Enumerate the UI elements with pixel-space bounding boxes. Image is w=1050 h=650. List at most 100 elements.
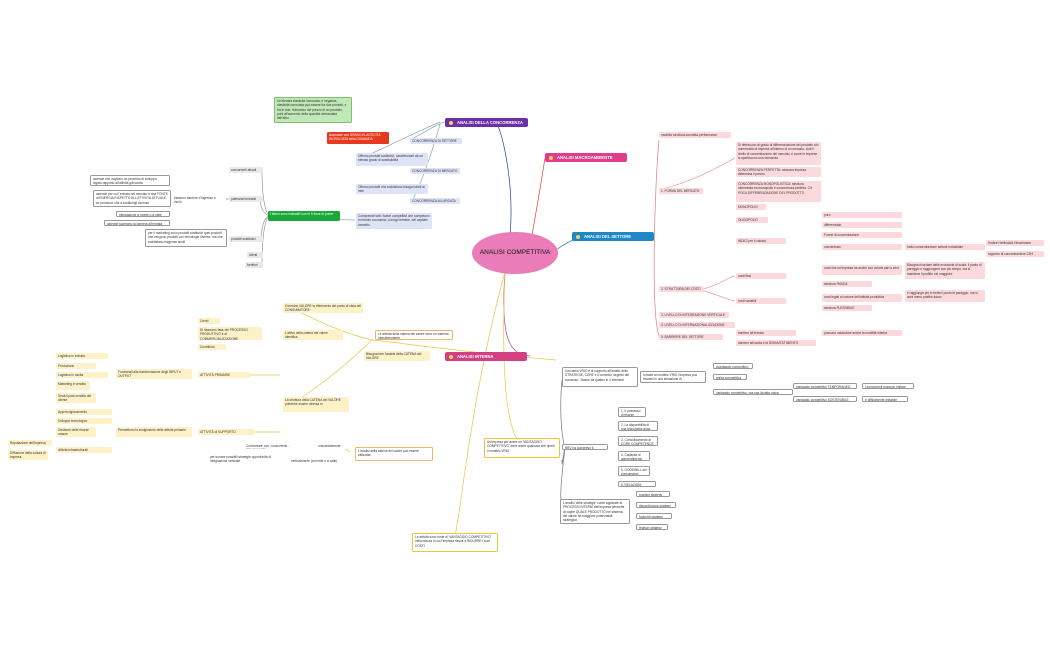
produzione[interactable]: Produzione	[56, 363, 96, 369]
footprint-strategy[interactable]: footprint strategy	[636, 513, 672, 519]
concorrenti-attuali[interactable]: concorrenti attuali	[229, 167, 263, 173]
risorse-umane[interactable]: Gestione delle risorse umane	[56, 427, 96, 437]
concorrenza-allargata-desc[interactable]: Comprende tutti i fattori competitivi ch…	[356, 213, 432, 229]
concorrenza-allargata[interactable]: CONCORRENZA ALLARGATA	[410, 198, 460, 204]
marketing-vendita[interactable]: Marketing e vendita	[56, 381, 90, 390]
vrio-desc[interactable]: Il modello VRIO è di supporto all'analis…	[562, 367, 638, 387]
forma-mercato-desc[interactable]: Si riferiscono al grado di differenziazi…	[736, 142, 821, 165]
catena-centri[interactable]: Centri	[198, 318, 220, 324]
struttura-costi[interactable]: 2. STRUTTURA DEI COSTI	[659, 286, 703, 292]
economie-scala-desc[interactable]: Bisogna ricordare delle economie di scal…	[905, 262, 985, 279]
potenziali-entranti[interactable]: potenziali entranti	[229, 196, 263, 202]
integrazione-verticale-opp[interactable]: per trovare possibili strategie opportun…	[208, 454, 284, 464]
fornitori[interactable]: fornitori	[245, 262, 263, 268]
vantaggio-temporaneo[interactable]: vantaggio competitivo TEMPORANEO	[793, 383, 857, 389]
central-topic[interactable]: ANALISI COMPETITIVA	[472, 232, 558, 274]
barriere-settore[interactable]: 5. BARRIERE DEL SETTORE	[659, 334, 723, 340]
rbv-relazioni[interactable]: 6. RELAZIONI CHIAVE	[618, 481, 656, 487]
analisi-catena-utilizzo[interactable]: L'analisi della catena del valore può es…	[355, 447, 433, 461]
discontinuous-strategy[interactable]: discontinuous strategy	[636, 502, 676, 508]
catena-processo[interactable]: Di riassumo fase del PROCESSO PRODUTTIVO…	[198, 327, 262, 340]
monopolio[interactable]: MONOPOLIO	[736, 204, 766, 210]
catena-contributo[interactable]: Contributo	[198, 344, 226, 350]
branch-analisi-concorrenza[interactable]: ANALISI DELLA CONCORRENZA	[445, 118, 528, 127]
concentrato[interactable]: concentrato	[822, 244, 902, 250]
indice-herfindahl[interactable]: l'indice Herfindahl-Hirschmann	[986, 240, 1044, 246]
forme-concentrazione[interactable]: Forme di concentrazione	[822, 232, 902, 238]
primarie-desc[interactable]: Funzionali alla trasformazione degli INP…	[116, 369, 192, 379]
reputazione-impresa[interactable]: Reputazione dell'impresa	[8, 440, 52, 446]
benchmark[interactable]: Confrontare con i concorrenti - BENCHMAR…	[244, 443, 312, 449]
costi-fissi-desc[interactable]: costi che un'impresa ha anche con volumi…	[822, 265, 902, 275]
rbv-core-competence[interactable]: 3. Consolidamento di CORE COMPETENCE	[618, 436, 658, 446]
vantaggio-costi[interactable]: Le attività sono fonte di 'VANTAGGIO COM…	[412, 533, 498, 552]
concorrenza-monopolistica[interactable]: CONCORRENZA MONOPOLISTICA: struttura int…	[736, 181, 821, 202]
vrio-question[interactable]: Un'impresa per avere un 'VANTAGGIO COMPE…	[484, 438, 560, 458]
barriere-mobilita[interactable]: possono ostacolare anche la mobilità int…	[822, 330, 902, 336]
indici-concentrazione[interactable]: Indici concentrazione settore industrial…	[905, 244, 985, 250]
concorrenza-mercato-desc[interactable]: Offrono prodotti che soddisfano bisogni …	[356, 184, 428, 194]
costi-variabili-desc[interactable]: costi legati al volume dell'attività pro…	[822, 294, 902, 302]
rbv-risorse[interactable]: 1. Il possesso di risorse esistenti	[618, 407, 646, 417]
relation-strategy[interactable]: relation strategy	[636, 524, 668, 530]
rapporto-cr4[interactable]: rapporto di concentrazione CR4	[986, 251, 1044, 257]
concorrenti-imitano[interactable]: i concorrenti possono imitare	[862, 383, 914, 389]
forma-mercato[interactable]: 1. FORMA DEL MERCATO	[659, 188, 703, 194]
concorrenza-settore-desc[interactable]: Offrono prodotti sostitutivi, caratteriz…	[356, 153, 428, 166]
internazionalizzazione[interactable]: 4. LIVELLO DI INTERNAZIONALIZZAZIONE	[659, 322, 735, 328]
costi-fissi[interactable]: costi fissi	[736, 273, 786, 279]
oligopolio[interactable]: OLIGOPOLIO	[736, 217, 768, 223]
vantaggio-sostenibile[interactable]: vantaggio competitivo SOSTENIBILE	[793, 396, 857, 402]
barriere-uscita[interactable]: barriere all'uscita e di DISINVESTIMENTO	[736, 340, 816, 346]
catena-identifica[interactable]: L'attivo della catena del valore identif…	[283, 330, 343, 340]
approvvigionamento[interactable]: Approvvigionamento	[56, 409, 112, 415]
barriere-entry-1[interactable]: aziende che vogliono un percorso di svil…	[90, 175, 170, 186]
punto-pareggio-desc[interactable]: è raggiunge più in fretta il punto di pa…	[905, 290, 985, 302]
rbv-goodwill[interactable]: 5. GOODWILL dei consumatori	[618, 466, 650, 476]
barriere-ingresso-title[interactable]: esistono barriere d'ingresso e rischi	[172, 195, 226, 203]
prodotti-sostitutivi[interactable]: prodotti sostitutivi	[229, 236, 263, 242]
orizzontalmente[interactable]: orizzontalmente	[316, 443, 348, 449]
logistica-entrata[interactable]: Logistica in entrata	[56, 353, 108, 359]
elasticity-note[interactable]: Un'elevata elasticità incrociata, è nega…	[274, 97, 352, 123]
verticalmente[interactable]: verticalmente (a monte o a valle)	[289, 458, 349, 464]
modello-scp[interactable]: modello struttura-condotta-performance	[659, 132, 731, 138]
servizi-post-vendita[interactable]: Servizi post-vendita del cliente	[56, 393, 96, 403]
barriere-entry-3[interactable]: integrazione a monte o a valle	[116, 211, 170, 217]
difficilmente-imitabile[interactable]: è difficilmente imitabile	[862, 396, 908, 402]
concorrenza-settore[interactable]: CONCORRENZA DI SETTORE	[410, 138, 462, 144]
branch-analisi-macroambiente[interactable]: ANALISI MACROAMBIENTE	[545, 153, 627, 162]
vantaggio-lizzatta[interactable]: vantaggio competitivo, ma una lizzatta u…	[713, 389, 793, 395]
barriere-entry-2[interactable]: aziende per cui l'entrata nel mercato è …	[93, 190, 171, 207]
rbv-tecnologia[interactable]: 2. La disponibilità di una tecnologia un…	[618, 421, 658, 431]
oligopolio-puro[interactable]: puro	[822, 212, 902, 218]
struttura-flessibile[interactable]: struttura FLESSIBILE	[822, 305, 872, 311]
clienti[interactable]: clienti	[247, 252, 263, 258]
rbv-apprendimento[interactable]: 4. Capacità di apprendimento	[618, 451, 650, 461]
concorrenza-mercato[interactable]: CONCORRENZA DI MERCATO	[410, 168, 460, 174]
attivita-primarie[interactable]: ATTIVITÀ PRIMARIE	[198, 372, 250, 378]
struttura-catena[interactable]: La struttura della CATENA del VALORE pot…	[283, 397, 349, 412]
concorrenza-perfetta[interactable]: CONCORRENZA PERFETTA: nessuna impresa de…	[736, 167, 821, 177]
rbv-elementi[interactable]: RBV ha compreso 6 elementi	[562, 444, 608, 450]
indici-calcolo[interactable]: INDICI per il calcolo	[736, 238, 786, 244]
analisi-catena-valore[interactable]: Bisogna fare l'analisi della CATENA del …	[364, 351, 430, 361]
sistema-interdipendente[interactable]: Le attività della catena del valore sono…	[375, 330, 453, 340]
sviluppo-tecnologico[interactable]: Sviluppo tecnologico	[56, 418, 112, 424]
supporto-desc[interactable]: Permettono lo svolgimento delle attività…	[116, 427, 192, 437]
attivita-infrastrutturali[interactable]: Attività infrastrutturali	[56, 447, 112, 453]
cross-elasticity-note[interactable]: Associate con GRADO ELASTICITÀ INCROCIAT…	[327, 132, 389, 144]
sostitutivi-desc[interactable]: per il marketing sono prodotti sostituti…	[145, 229, 227, 247]
barriere-entry-4[interactable]: aziende superano la barriera all'entrata	[104, 220, 170, 226]
struttura-rigida[interactable]: struttura RIGIDA	[822, 281, 872, 287]
position-strategy[interactable]: position strategy	[636, 491, 670, 497]
costi-variabili[interactable]: costi variabili	[736, 298, 786, 304]
oligopolio-differenziato[interactable]: differenziato	[822, 222, 902, 228]
situazione-vrio[interactable]: in base al modello VRIO l'impresa può tr…	[640, 371, 706, 383]
barriere-entrata[interactable]: barriere all'entrata	[736, 330, 796, 336]
attivita-supporto[interactable]: ATTIVITÀ di SUPPORTO	[198, 429, 254, 435]
parita-competitiva[interactable]: parità competitiva	[713, 374, 747, 380]
branch-analisi-settore[interactable]: ANALISI DEL SETTORE	[572, 232, 654, 241]
logistica-uscita[interactable]: Logistica in uscita	[56, 372, 108, 378]
branch-analisi-interna[interactable]: ANALISI INTERNA	[445, 352, 527, 361]
